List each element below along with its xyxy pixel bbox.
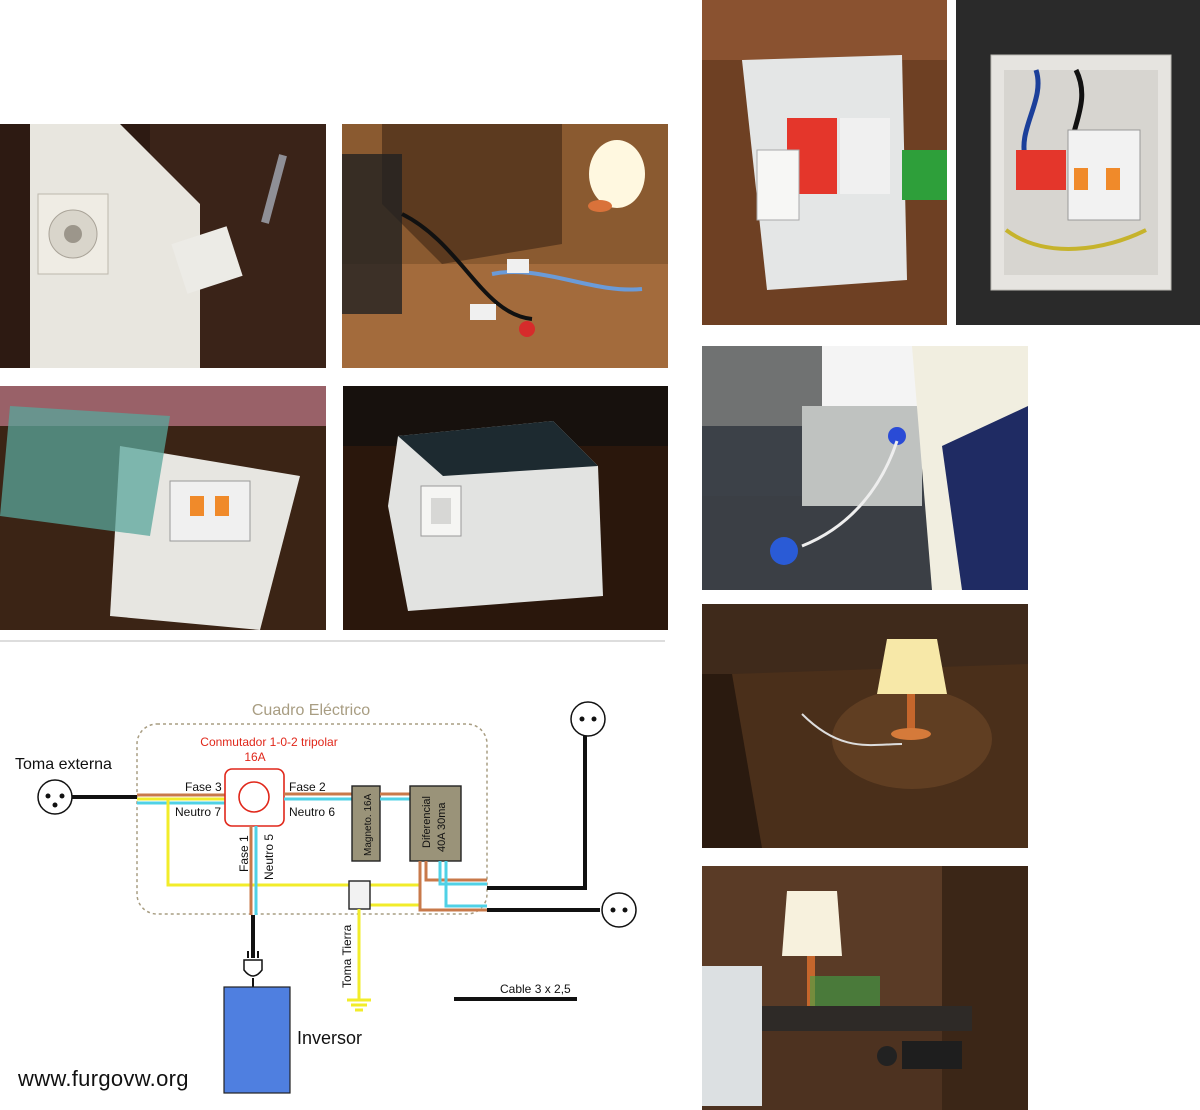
- photo-lamp-van-interior: [702, 866, 1028, 1110]
- inversor-box: [223, 986, 291, 1094]
- outlet-top-icon: [570, 701, 606, 737]
- photo-drilled-box: [0, 124, 326, 368]
- neutro6-label: Neutro 6: [289, 805, 335, 819]
- photo-external-plug: [702, 346, 1028, 590]
- conmutador-rating: 16A: [244, 750, 265, 764]
- neutro7-label: Neutro 7: [175, 805, 221, 819]
- toma-externa-label: Toma externa: [15, 756, 112, 773]
- fase3-label: Fase 3: [185, 780, 222, 794]
- panel-title: Cuadro Eléctrico: [252, 702, 370, 719]
- outlet-right-icon: [601, 892, 637, 928]
- photo-switch-breakers: [702, 0, 947, 325]
- photo-breaker-panel-open: [0, 386, 326, 630]
- photo-lamp-lit-dark: [702, 604, 1028, 848]
- conmutador-label: Conmutador 1-0-2 tripolar: [200, 735, 337, 749]
- ground-connector: [348, 880, 371, 910]
- watermark: www.furgovw.org: [18, 1066, 189, 1091]
- photo-wired-enclosure: [956, 0, 1200, 325]
- diferencial-label: Diferencial: [421, 796, 433, 848]
- neutro5-label: Neutro 5: [262, 834, 276, 880]
- photo-closed-enclosure: [343, 386, 668, 630]
- cable-legend-label: Cable 3 x 2,5: [500, 982, 571, 996]
- conmutador-switch: [224, 768, 285, 827]
- fase1-label: Fase 1: [237, 835, 251, 872]
- wiring-diagram: Cuadro Eléctrico Conmutador 1-0-2 tripol…: [0, 640, 665, 1094]
- toma-tierra-label: Toma Tierra: [340, 924, 354, 988]
- fase2-label: Fase 2: [289, 780, 326, 794]
- external-socket-icon: [37, 779, 73, 815]
- inversor-label: Inversor: [297, 1028, 362, 1048]
- diferencial-breaker: [409, 785, 462, 862]
- photo-lamp-cables: [342, 124, 668, 368]
- diferencial-rating: 40A 30ma: [436, 802, 448, 852]
- magneto-breaker: [351, 785, 381, 862]
- magneto-label: Magneto. 16A: [363, 793, 374, 856]
- panel-outline: [136, 723, 488, 915]
- plug-icon: [243, 951, 263, 987]
